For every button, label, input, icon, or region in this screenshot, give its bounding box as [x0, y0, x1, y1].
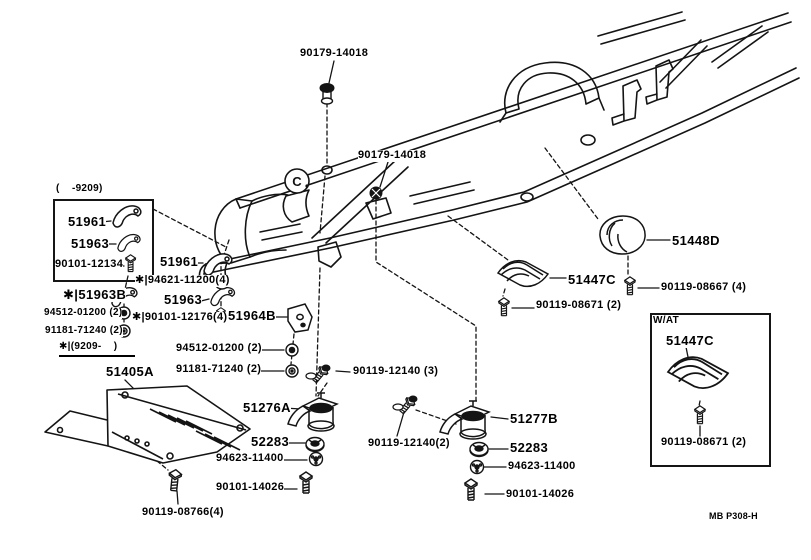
- callout-94512-01200-left: 94512-01200 (2): [44, 307, 123, 319]
- skid-plate-51405A-drawing: [44, 385, 251, 464]
- callout-90119-12140-2: 90119-12140(2): [368, 437, 450, 450]
- callout-51964B: 51964B: [228, 308, 276, 323]
- hook-51963-drawing: [210, 286, 236, 307]
- washer-52283-b-drawing: [469, 441, 489, 458]
- callout-51447C-main: 51447C: [568, 272, 616, 287]
- callout-90119-08766: 90119-08766(4): [142, 506, 224, 519]
- callout-94512-01200-mid: 94512-01200 (2): [176, 342, 262, 355]
- callout-94621-11200: ✱|94621-11200(4): [135, 274, 230, 287]
- callout-52283-a: 52283: [251, 434, 290, 449]
- callout-51276A: 51276A: [243, 400, 291, 415]
- mount-51276A-drawing: [287, 392, 338, 432]
- callout-94623-11400-a: 94623-11400: [216, 452, 284, 465]
- callout-90101-12176: ✱|90101-12176(4): [132, 311, 228, 324]
- callout-51963-box: 51963: [71, 236, 110, 251]
- bolt-90101-14026-a-drawing: [299, 471, 313, 494]
- callout-91181-71240-mid: 91181-71240 (2): [176, 363, 262, 376]
- bracket-51964B-drawing: [287, 303, 313, 333]
- bolt-90179-top-drawing: [319, 83, 335, 105]
- callout-51448D: 51448D: [672, 233, 720, 248]
- washer-94512-mid-drawing: [285, 343, 299, 357]
- mount-51277B-drawing: [439, 400, 490, 440]
- note-from9209: ✱|(9209- ): [59, 341, 135, 357]
- bolt-90119-12140-2-drawing: [392, 394, 418, 417]
- callout-51405A: 51405A: [106, 364, 154, 379]
- callout-91181-71240-left: 91181-71240 (2): [45, 325, 123, 337]
- shield-51447C-drawing: [497, 259, 549, 288]
- callout-51277B: 51277B: [510, 411, 558, 426]
- note-wat: W/AT: [653, 315, 680, 327]
- callout-51961-box: 51961: [68, 214, 107, 229]
- note-pre9209: ( -9209): [56, 183, 103, 194]
- callout-90179-14018-mid: 90179-14018: [358, 149, 427, 162]
- callout-90119-08671-main: 90119-08671 (2): [536, 299, 622, 312]
- bolt-90101-14026-b-drawing: [464, 478, 478, 501]
- nut-90179-mid-drawing: [369, 186, 383, 200]
- callout-90119-08671-wat: 90119-08671 (2): [661, 436, 747, 449]
- bolt-90119-08766-drawing: [166, 468, 183, 492]
- callout-90101-14026-b: 90101-14026: [506, 488, 575, 501]
- callout-90179-14018-top: 90179-14018: [300, 47, 369, 60]
- callout-51963B: ✱|51963B: [63, 287, 127, 302]
- bolt-90119-08667-drawing: [624, 276, 636, 296]
- callout-51961: 51961: [160, 254, 199, 269]
- callout-90119-08667: 90119-08667 (4): [661, 281, 747, 294]
- callout-90101-12134: 90101-12134: [55, 258, 124, 271]
- variant-box-pre9209: [53, 199, 154, 282]
- nut-94623-a-drawing: [308, 451, 324, 467]
- page-code: MB P308-H: [709, 511, 758, 522]
- washer-91181-mid-drawing: [285, 364, 299, 378]
- callout-90101-14026-a: 90101-14026: [216, 481, 285, 494]
- bolt-90119-08671-main-drawing: [498, 297, 510, 317]
- part-drawings: [44, 83, 729, 501]
- callout-51963: 51963: [164, 292, 203, 307]
- callout-94623-11400-b: 94623-11400: [508, 460, 576, 473]
- callout-52283-b: 52283: [510, 440, 549, 455]
- callout-51447C-wat: 51447C: [666, 333, 714, 348]
- frame-crossmember-marker: C: [292, 174, 302, 189]
- bolt-90119-12140-3-drawing: [305, 363, 331, 386]
- callout-90119-12140-3: 90119-12140 (3): [353, 365, 439, 378]
- washer-52283-a-drawing: [305, 436, 325, 453]
- shield-51448D-drawing: [599, 215, 646, 255]
- variant-box-wat: [650, 313, 771, 467]
- nut-94623-b-drawing: [469, 459, 485, 475]
